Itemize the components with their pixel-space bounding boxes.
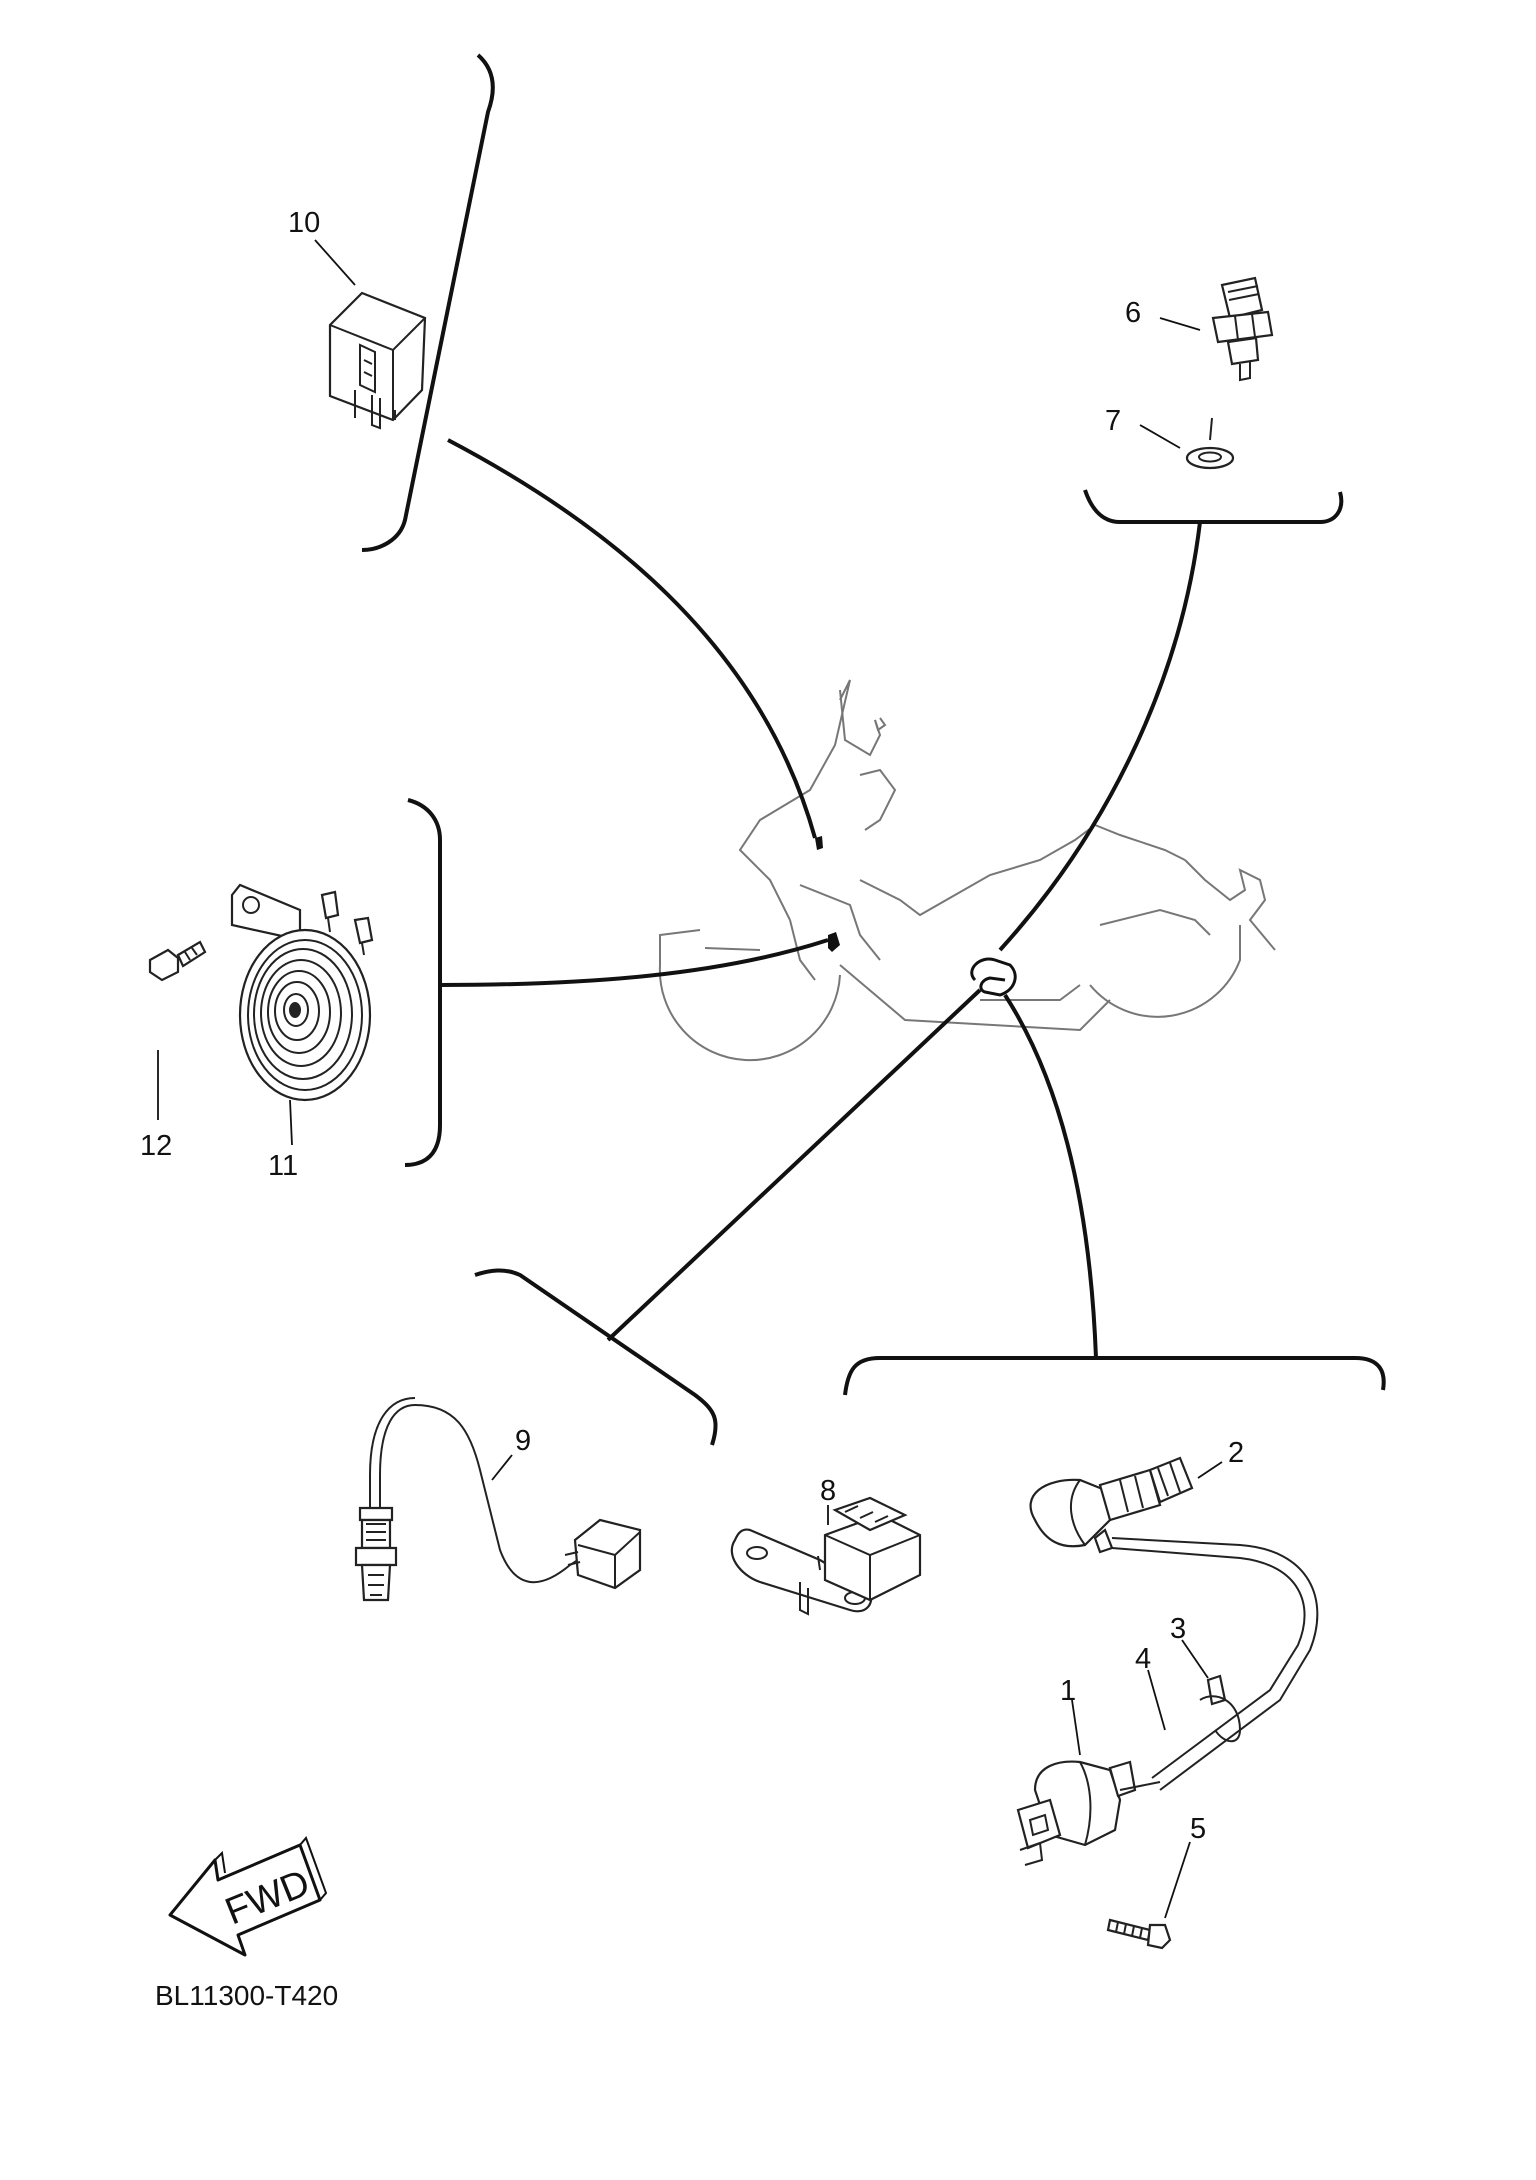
temperature-sensor-part — [1209, 276, 1274, 441]
leader-lines — [361, 53, 1386, 1446]
callout-leaders — [157, 239, 1223, 1919]
callout-7: 7 — [1105, 405, 1121, 437]
washer-part — [1185, 446, 1235, 470]
clamp-part — [1199, 1674, 1242, 1743]
relay-part — [328, 291, 427, 430]
callout-2: 2 — [1228, 1437, 1244, 1469]
callout-4: 4 — [1135, 1643, 1151, 1675]
screw-part — [1106, 1918, 1172, 1950]
mount-point-marks — [815, 836, 840, 952]
scooter-silhouette — [658, 679, 1276, 1062]
callout-3: 3 — [1170, 1613, 1186, 1645]
callout-12: 12 — [140, 1130, 172, 1162]
callout-10: 10 — [288, 207, 320, 239]
diagram-code: BL11300-T420 — [155, 1980, 339, 2011]
callout-5: 5 — [1190, 1813, 1206, 1845]
callout-labels: 10 6 7 12 11 9 8 2 3 4 1 5 — [140, 207, 1244, 1845]
mount-point-clip — [970, 957, 1017, 997]
fwd-arrow: FWD — [168, 1836, 328, 1957]
bolt-part — [148, 940, 207, 982]
callout-9: 9 — [515, 1425, 531, 1457]
callout-1: 1 — [1060, 1675, 1076, 1707]
plug-cap-part — [1029, 1456, 1194, 1554]
callout-11: 11 — [268, 1150, 298, 1182]
high-tension-lead-part — [1111, 1537, 1319, 1791]
horn-part — [230, 883, 374, 1102]
sensor-bracket-part — [730, 1496, 922, 1616]
o2-sensor-part — [354, 1397, 642, 1602]
callout-8: 8 — [820, 1475, 836, 1507]
callout-6: 6 — [1125, 297, 1141, 329]
ignition-coil-part — [1016, 1760, 1161, 1866]
